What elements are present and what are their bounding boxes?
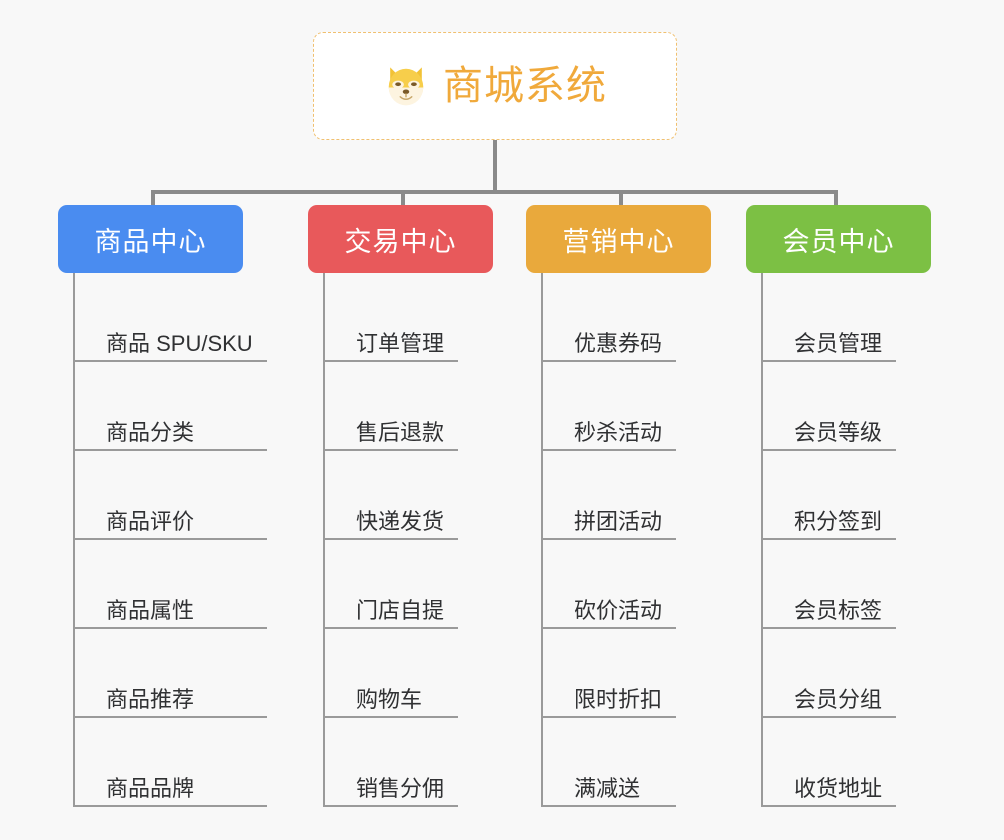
leaf-item[interactable]: 商品评价 (73, 451, 267, 540)
leaf-item[interactable]: 商品属性 (73, 540, 267, 629)
leaf-underline (323, 538, 459, 540)
leaf-label: 会员等级 (794, 419, 883, 445)
leaf-item[interactable]: 会员分组 (761, 629, 897, 718)
leaf-label: 会员分组 (794, 686, 883, 712)
root-node[interactable]: 商城系统 (313, 32, 677, 140)
leaf-label: 会员标签 (794, 597, 883, 623)
category-label: 商品中心 (94, 226, 207, 257)
leaf-label: 快递发货 (356, 508, 445, 534)
leaf-label: 商品评价 (106, 508, 195, 534)
leaf-item[interactable]: 商品品牌 (73, 718, 267, 807)
dog-face-icon (388, 67, 424, 106)
leaf-label: 商品推荐 (106, 686, 195, 712)
category-box-3[interactable]: 营销中心 (526, 205, 711, 273)
leaf-item[interactable]: 门店自提 (323, 540, 459, 629)
connector-drop-2 (401, 190, 405, 208)
connector-drop-3 (619, 190, 623, 208)
leaf-label: 满减送 (574, 775, 641, 801)
leaf-underline (323, 449, 459, 451)
connector-drop-1 (151, 190, 155, 208)
category-box-2[interactable]: 交易中心 (308, 205, 493, 273)
leaf-underline (323, 360, 459, 362)
leaf-label: 商品分类 (106, 419, 195, 445)
leaf-underline (541, 538, 677, 540)
category-label: 交易中心 (344, 226, 457, 257)
connector-drop-4 (834, 190, 838, 208)
branch-spine (541, 273, 543, 807)
leaf-item[interactable]: 订单管理 (323, 273, 459, 362)
leaf-item[interactable]: 拼团活动 (541, 451, 677, 540)
leaf-underline (323, 627, 459, 629)
leaf-label: 优惠券码 (574, 330, 663, 356)
leaf-label: 秒杀活动 (574, 419, 663, 445)
category-box-4[interactable]: 会员中心 (746, 205, 931, 273)
leaf-item[interactable]: 会员管理 (761, 273, 897, 362)
leaf-item[interactable]: 商品 SPU/SKU (73, 273, 267, 362)
leaf-underline (541, 627, 677, 629)
leaf-label: 订单管理 (356, 330, 445, 356)
connector-horizontal-bus (151, 190, 838, 194)
leaf-list: 优惠券码秒杀活动拼团活动砍价活动限时折扣满减送 (541, 273, 677, 807)
leaf-label: 门店自提 (356, 597, 445, 623)
leaf-underline (761, 805, 897, 807)
root-title: 商城系统 (443, 64, 607, 108)
leaf-underline (323, 716, 459, 718)
leaf-label: 会员管理 (794, 330, 883, 356)
leaf-item[interactable]: 满减送 (541, 718, 677, 807)
category-box-1[interactable]: 商品中心 (58, 205, 243, 273)
leaf-underline (323, 805, 459, 807)
leaf-underline (541, 360, 677, 362)
leaf-underline (541, 449, 677, 451)
leaf-item[interactable]: 销售分佣 (323, 718, 459, 807)
leaf-label: 商品属性 (106, 597, 195, 623)
leaf-label: 限时折扣 (574, 686, 663, 712)
leaf-underline (761, 449, 897, 451)
leaf-underline (73, 449, 267, 451)
branch-spine (323, 273, 325, 807)
leaf-label: 积分签到 (794, 508, 883, 534)
leaf-label: 拼团活动 (574, 508, 663, 534)
leaf-list: 会员管理会员等级积分签到会员标签会员分组收货地址 (761, 273, 897, 807)
leaf-label: 商品 SPU/SKU (106, 330, 253, 356)
leaf-item[interactable]: 会员标签 (761, 540, 897, 629)
branch-spine (73, 273, 75, 807)
connector-root-stem (493, 140, 497, 193)
leaf-underline (761, 360, 897, 362)
leaf-underline (761, 627, 897, 629)
leaf-label: 售后退款 (356, 419, 445, 445)
leaf-label: 收货地址 (794, 775, 883, 801)
leaf-underline (73, 627, 267, 629)
leaf-item[interactable]: 砍价活动 (541, 540, 677, 629)
leaf-item[interactable]: 商品推荐 (73, 629, 267, 718)
leaf-underline (73, 805, 267, 807)
leaf-item[interactable]: 会员等级 (761, 362, 897, 451)
leaf-list: 商品 SPU/SKU 商品分类商品评价商品属性商品推荐商品品牌 (73, 273, 267, 807)
leaf-label: 销售分佣 (356, 775, 445, 801)
leaf-label: 购物车 (356, 686, 423, 712)
leaf-item[interactable]: 秒杀活动 (541, 362, 677, 451)
leaf-item[interactable]: 收货地址 (761, 718, 897, 807)
leaf-underline (541, 716, 677, 718)
leaf-underline (761, 716, 897, 718)
category-label: 营销中心 (562, 226, 675, 257)
branch-spine (761, 273, 763, 807)
leaf-underline (73, 716, 267, 718)
leaf-item[interactable]: 售后退款 (323, 362, 459, 451)
leaf-item[interactable]: 优惠券码 (541, 273, 677, 362)
leaf-underline (761, 538, 897, 540)
leaf-item[interactable]: 限时折扣 (541, 629, 677, 718)
leaf-item[interactable]: 购物车 (323, 629, 459, 718)
leaf-item[interactable]: 商品分类 (73, 362, 267, 451)
leaf-label: 商品品牌 (106, 775, 195, 801)
leaf-item[interactable]: 快递发货 (323, 451, 459, 540)
category-label: 会员中心 (782, 226, 895, 257)
leaf-item[interactable]: 积分签到 (761, 451, 897, 540)
leaf-underline (73, 360, 267, 362)
leaf-underline (541, 805, 677, 807)
leaf-underline (73, 538, 267, 540)
leaf-list: 订单管理售后退款快递发货门店自提购物车销售分佣 (323, 273, 459, 807)
leaf-label: 砍价活动 (574, 597, 663, 623)
